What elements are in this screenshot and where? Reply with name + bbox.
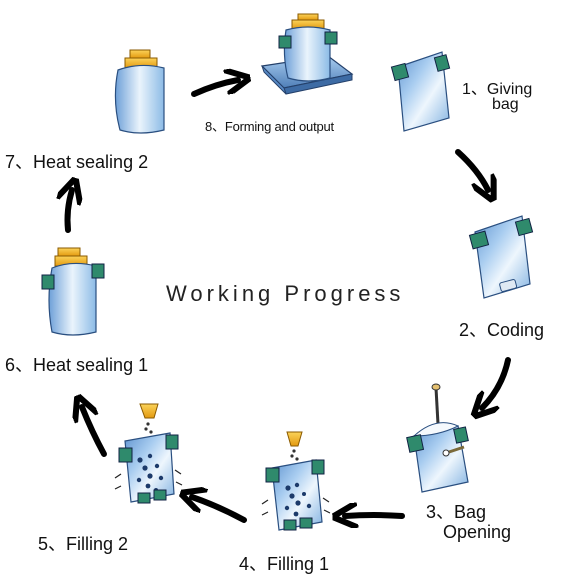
arrow-step-6-to-7 xyxy=(68,190,73,233)
step-1-label: 1、Giving xyxy=(462,81,533,98)
step-4-label: 4、Filling 1 xyxy=(239,554,330,574)
arrow-step-7-to-8 xyxy=(191,80,238,97)
clamp-right xyxy=(433,54,451,72)
step-8-forming-output-illustration xyxy=(260,13,354,95)
coding-stamp xyxy=(499,279,518,292)
arrow-step-1-to-2 xyxy=(455,149,488,190)
step-5-filling-2-illustration xyxy=(114,403,183,504)
step-2-coding-illustration xyxy=(468,215,534,299)
step-7-heat-sealing-2-illustration xyxy=(114,49,165,134)
step-2-label: 2、Coding xyxy=(459,320,545,340)
clamp-left xyxy=(390,62,410,82)
flow-arrows xyxy=(68,80,511,523)
step-1-giving-bag-illustration xyxy=(390,51,451,132)
step-3-bag-opening-illustration xyxy=(406,383,469,493)
step-3-label-line2: Opening xyxy=(443,522,512,542)
diagram-title: Working Progress xyxy=(166,281,405,306)
step-6-label: 6、Heat sealing 1 xyxy=(5,355,149,375)
step-7-label: 7、Heat sealing 2 xyxy=(5,152,149,172)
step-8-label: 8、Forming and output xyxy=(205,119,334,134)
step-4-filling-1-illustration xyxy=(261,431,331,531)
step-6-heat-sealing-1-illustration xyxy=(41,247,105,336)
arrow-step-5-to-6 xyxy=(82,407,107,457)
step-3-label: 3、Bag xyxy=(426,502,487,522)
step-5-label: 5、Filling 2 xyxy=(38,534,129,554)
arrow-step-2-to-3 xyxy=(482,357,511,408)
step-1-label-line2: bag xyxy=(492,96,519,113)
arrow-step-4-to-5 xyxy=(192,497,247,523)
arrow-step-3-to-4 xyxy=(345,515,405,516)
